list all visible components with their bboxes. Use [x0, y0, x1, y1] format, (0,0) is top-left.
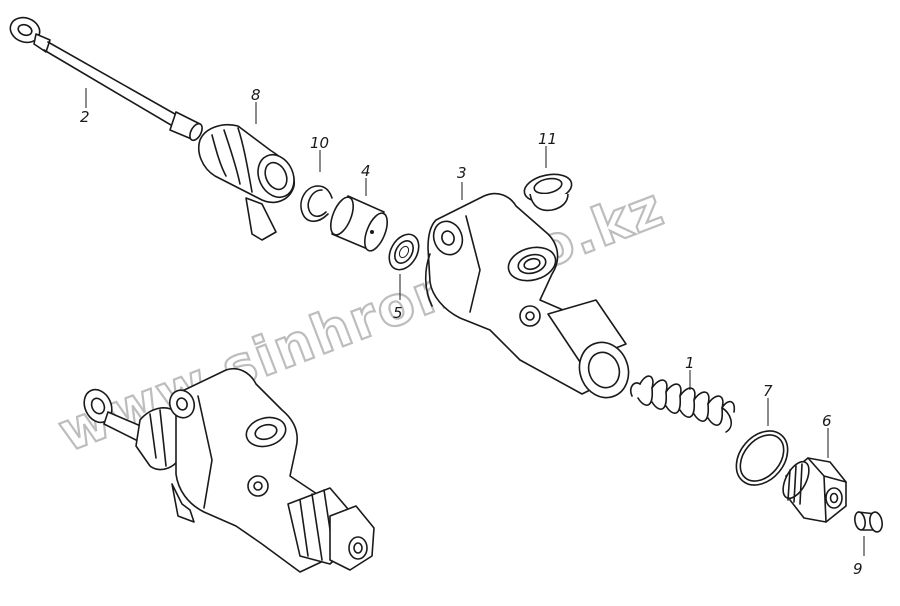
part-push-rod [9, 16, 203, 142]
callout-9: 9 [853, 560, 863, 578]
part-cup-seal [388, 233, 420, 271]
callout-10: 10 [310, 134, 329, 152]
part-small-bushing [854, 511, 883, 533]
part-piston [329, 195, 389, 252]
part-o-ring [735, 430, 789, 486]
callout-11: 11 [538, 130, 557, 148]
part-union-fitting [782, 457, 847, 523]
part-port-bushing [523, 173, 573, 212]
callout-4: 4 [361, 162, 371, 180]
part-retaining-ring [300, 185, 333, 223]
part-boot [198, 124, 295, 241]
part-spring [629, 375, 736, 433]
callout-8: 8 [251, 86, 261, 104]
assembled-master-cylinder [83, 368, 375, 573]
callout-1: 1 [685, 354, 695, 372]
callout-2: 2 [80, 108, 90, 126]
part-cylinder-housing [424, 192, 630, 399]
callout-6: 6 [822, 412, 832, 430]
callout-leaders [85, 88, 865, 556]
callout-3: 3 [457, 164, 467, 182]
callout-7: 7 [763, 382, 773, 400]
callout-5: 5 [393, 304, 403, 322]
